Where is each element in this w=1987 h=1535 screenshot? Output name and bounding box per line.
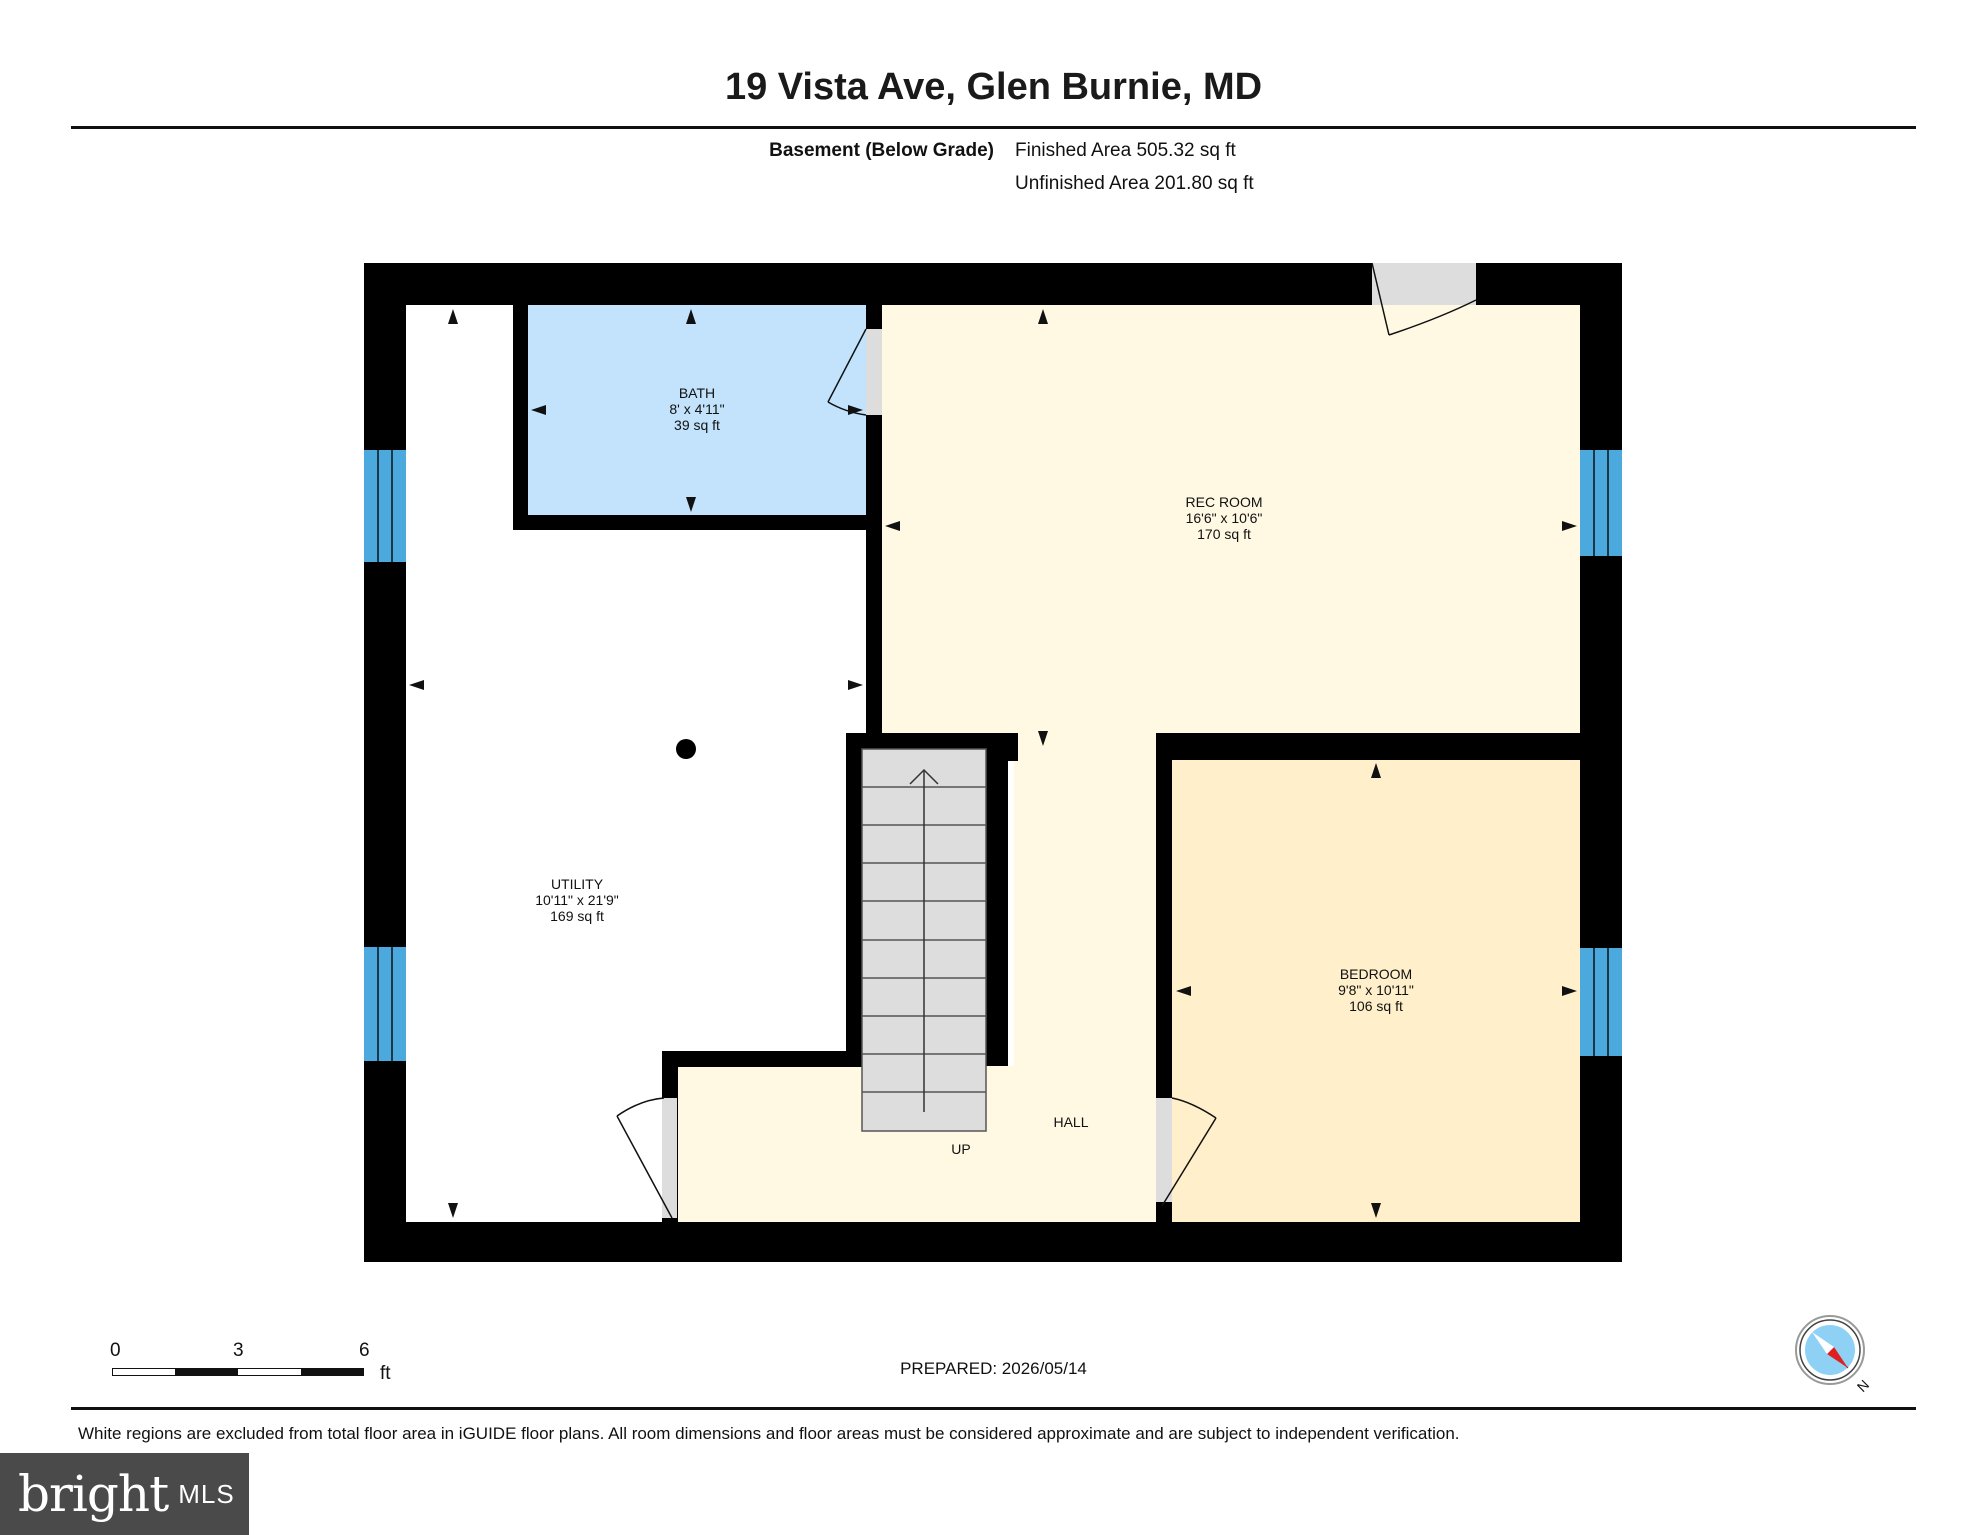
rec-room-name: REC ROOM bbox=[1186, 494, 1263, 510]
bedroom-area: 106 sq ft bbox=[1349, 998, 1403, 1014]
support-post bbox=[676, 739, 696, 759]
scale-bar: 0 3 6 ft bbox=[100, 1338, 420, 1398]
bath-name: BATH bbox=[679, 385, 715, 401]
exterior-door bbox=[1371, 262, 1477, 336]
stair-right-wall bbox=[986, 733, 1008, 1066]
unfinished-area: Unfinished Area 201.80 sq ft bbox=[1015, 173, 1254, 194]
disclaimer: White regions are excluded from total fl… bbox=[78, 1424, 1460, 1443]
window-right-lower bbox=[1580, 948, 1622, 1056]
hall-name: HALL bbox=[1053, 1114, 1088, 1130]
bedroom-name: BEDROOM bbox=[1340, 966, 1412, 982]
utility-dims: 10'11" x 21'9" bbox=[535, 892, 619, 908]
bedroom-floor bbox=[1172, 760, 1580, 1222]
scale-tick-6: 6 bbox=[359, 1340, 370, 1361]
bright-mls-logo: bright MLS bbox=[0, 1453, 249, 1535]
dimension-arrows bbox=[409, 309, 1577, 1218]
bath-door bbox=[827, 328, 882, 416]
plan-title: 19 Vista Ave, Glen Burnie, MD bbox=[724, 66, 1263, 108]
scale-tick-0: 0 bbox=[110, 1340, 121, 1361]
utility-name: UTILITY bbox=[551, 876, 604, 892]
scale-unit: ft bbox=[380, 1363, 391, 1384]
window-right-upper bbox=[1580, 450, 1622, 556]
title-divider bbox=[71, 126, 1916, 129]
logo-mls: MLS bbox=[178, 1478, 235, 1509]
utility-door bbox=[616, 1097, 677, 1219]
bath-area: 39 sq ft bbox=[674, 417, 720, 433]
bath-dims: 8' x 4'11" bbox=[669, 401, 724, 417]
floor-plan: BATH 8' x 4'11" 39 sq ft REC ROOM 16'6" … bbox=[364, 262, 1622, 1262]
footer-divider bbox=[71, 1407, 1916, 1410]
level-label: Basement (Below Grade) bbox=[769, 140, 994, 161]
stairs-up-label: UP bbox=[951, 1141, 970, 1157]
window-left-upper bbox=[364, 450, 406, 562]
rec-room-floor bbox=[880, 305, 1580, 733]
hall-top-wall bbox=[662, 1051, 862, 1067]
compass-north-label: N bbox=[1854, 1376, 1872, 1394]
scale-tick-3: 3 bbox=[233, 1340, 244, 1361]
bedroom-dims: 9'8" x 10'11" bbox=[1338, 982, 1414, 998]
logo-word: bright bbox=[18, 1465, 169, 1523]
rec-room-area: 170 sq ft bbox=[1197, 526, 1251, 542]
window-left-lower bbox=[364, 947, 406, 1061]
stair-left-wall bbox=[846, 733, 862, 1067]
bath-floor bbox=[528, 305, 866, 515]
utility-area: 169 sq ft bbox=[550, 908, 604, 924]
compass-icon: N bbox=[1795, 1315, 1872, 1395]
bedroom-door bbox=[1156, 1097, 1217, 1207]
prepared-date: PREPARED: 2026/05/14 bbox=[900, 1359, 1087, 1378]
rec-room-dims: 16'6" x 10'6" bbox=[1186, 510, 1263, 526]
staircase bbox=[861, 748, 987, 1132]
finished-area: Finished Area 505.32 sq ft bbox=[1015, 140, 1236, 161]
